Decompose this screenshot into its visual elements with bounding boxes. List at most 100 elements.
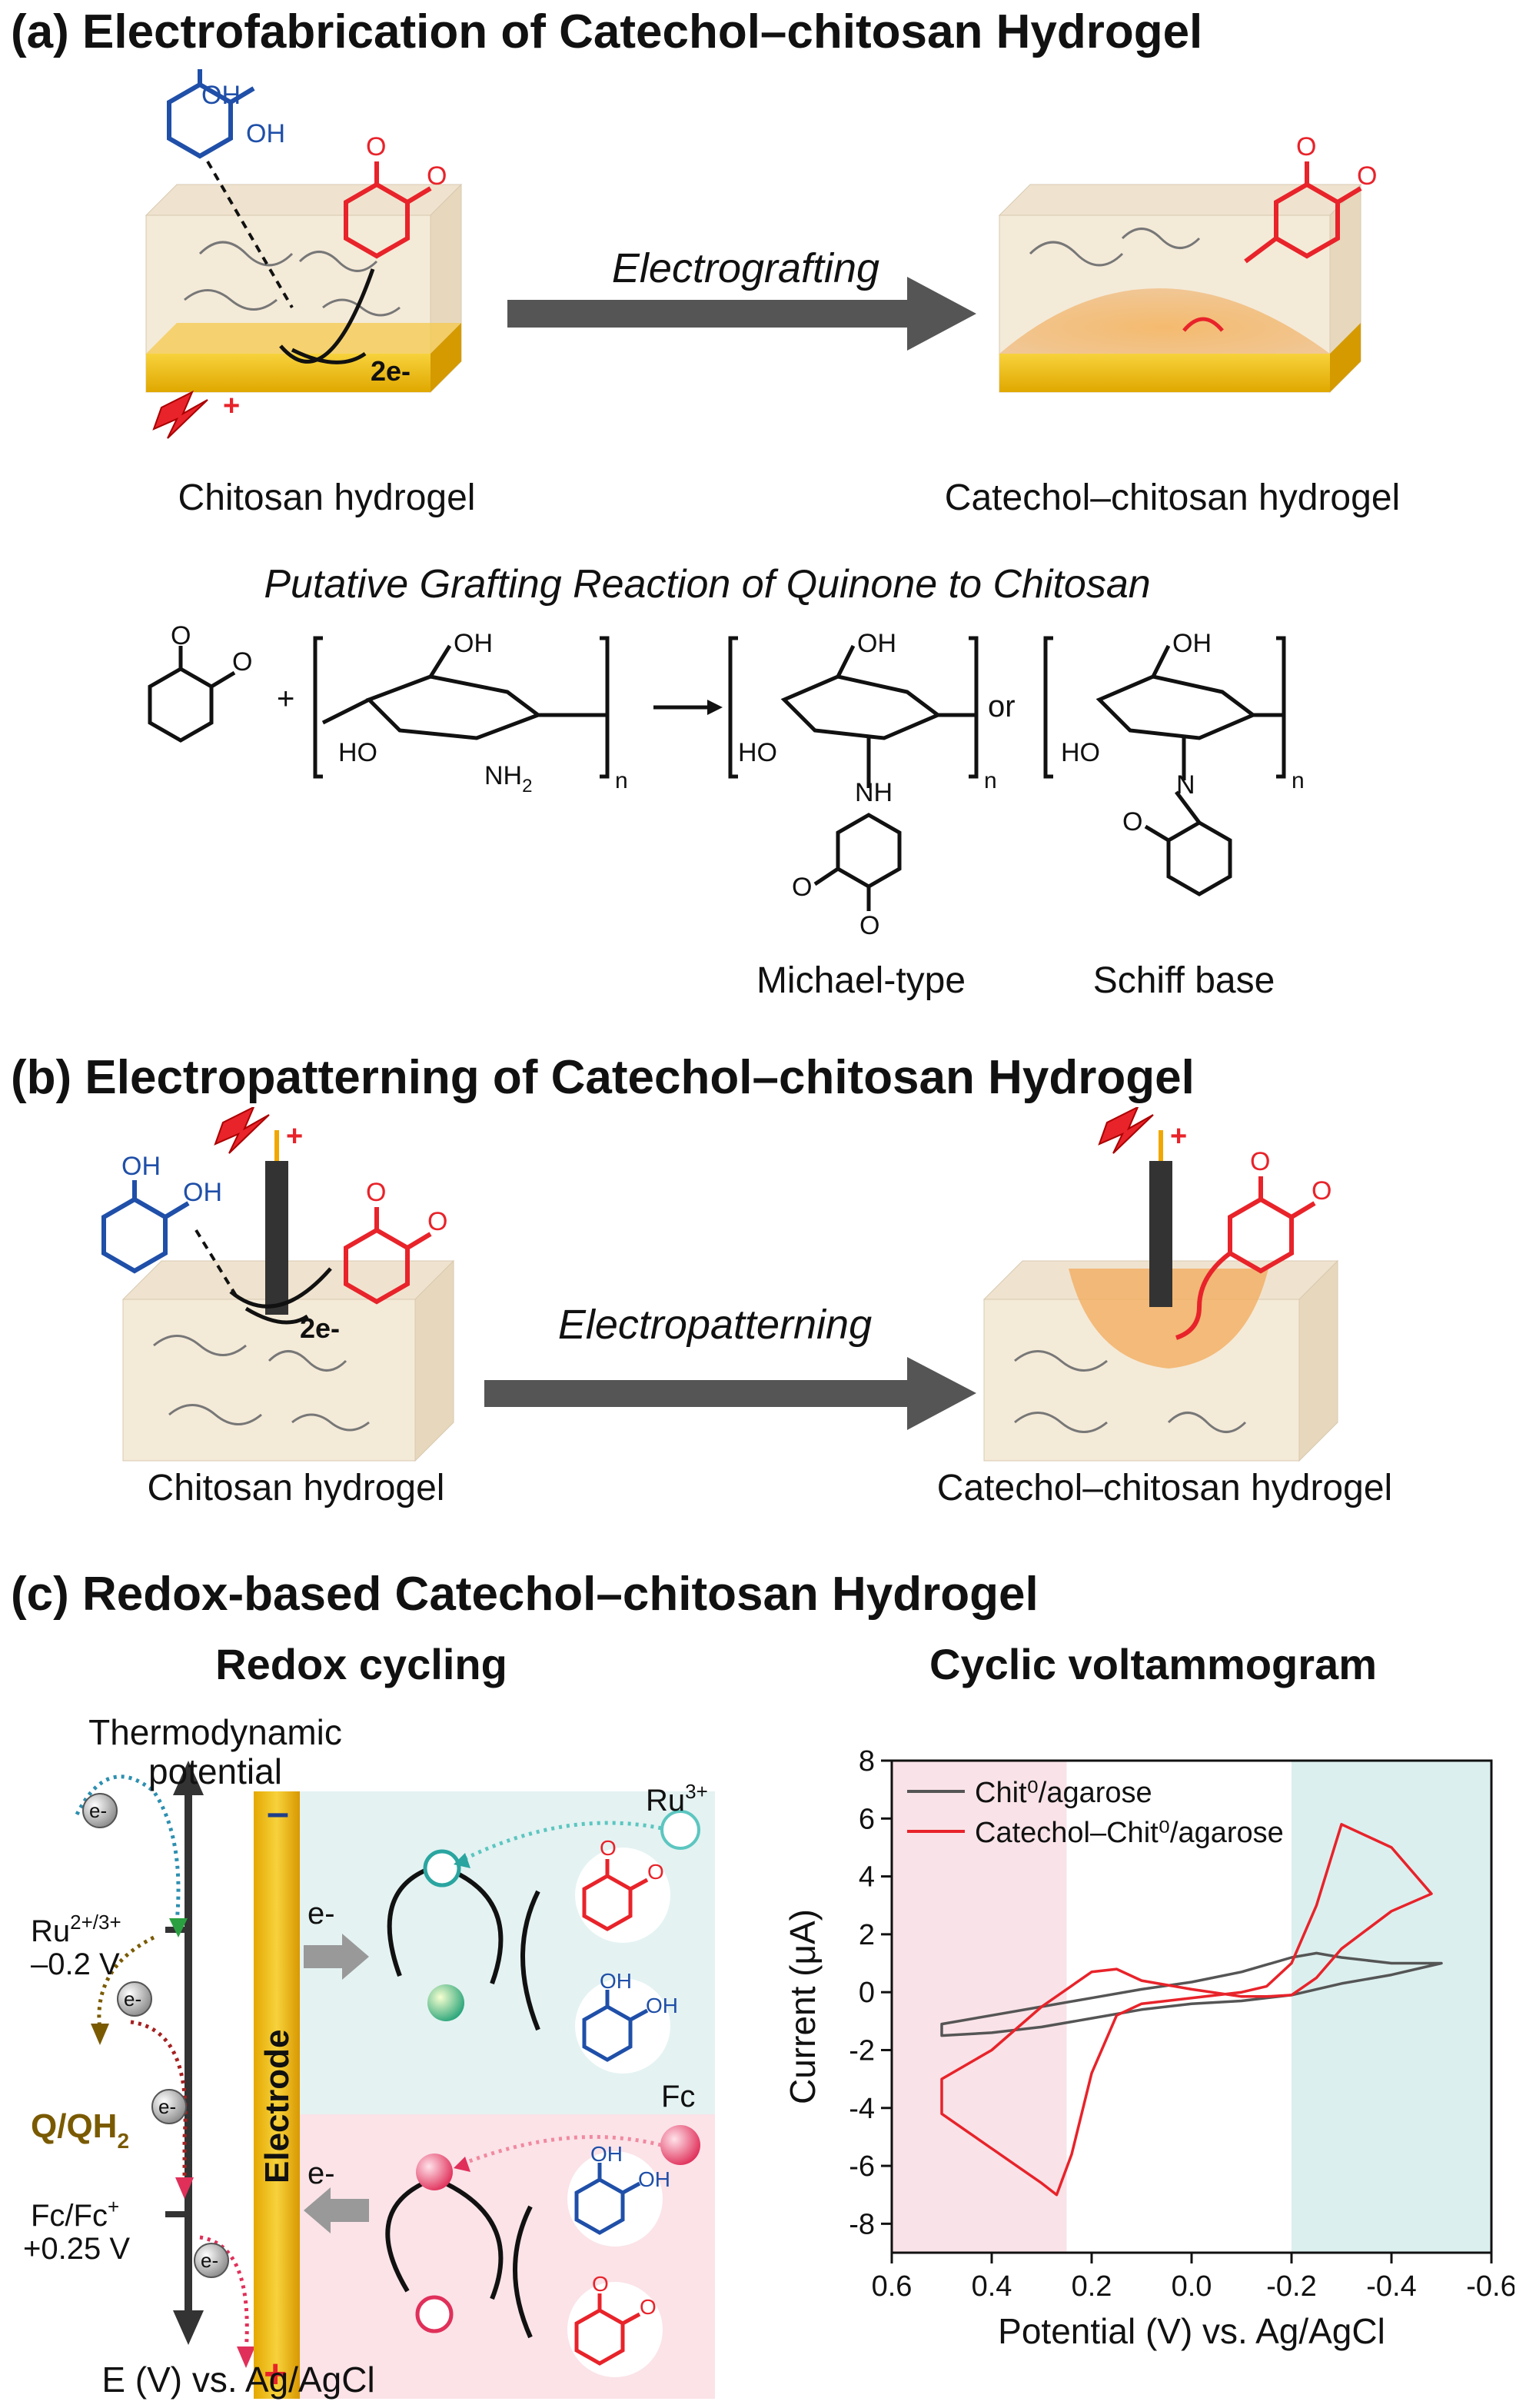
e-bottom: e- <box>308 2157 335 2190</box>
y-tick-label: -8 <box>849 2208 875 2240</box>
fc-couple-label: Fc/Fc+ <box>31 2195 119 2233</box>
x-tick-label: 0.2 <box>1072 2270 1112 2303</box>
x-tick-label: 0.4 <box>972 2270 1012 2303</box>
catechol-oh-1: OH <box>201 81 241 110</box>
quinone-molecule <box>344 161 432 259</box>
schiff-base-label: Schiff base <box>1092 960 1275 1001</box>
diffusion-arrow <box>206 160 294 309</box>
probe-electrode <box>265 1161 288 1315</box>
catechol-molecule <box>167 69 255 159</box>
x-tick-label: 0.6 <box>872 2270 913 2303</box>
e-top: e- <box>308 1897 335 1931</box>
electron-2: e- <box>124 1987 141 2011</box>
electron-1: e- <box>89 1799 107 1822</box>
reaction-plus: + <box>277 682 294 716</box>
chitosan-hydrogel-label: Chitosan hydrogel <box>178 477 476 518</box>
ru-catechol-oh-2: OH <box>646 1994 678 2017</box>
electrons-label-b: 2e- <box>300 1312 340 1344</box>
ru-catechol-oh-1: OH <box>600 1969 632 1993</box>
panel-a-illustration: OH OH O O 2e- + O O <box>145 69 1377 439</box>
ru-quinone-o-2: O <box>647 1860 664 1884</box>
y-tick-label: 0 <box>859 1977 875 2009</box>
fc-catechol-oh-2: OH <box>638 2167 670 2191</box>
chitosan-nh2: NH2 <box>484 761 532 797</box>
fc-catechol-oh-1: OH <box>590 2142 623 2166</box>
electron-3: e- <box>158 2095 176 2118</box>
redox-cycling-diagram: e- e- e- e- Electrode – + e- e- O O OH O… <box>23 1761 715 2399</box>
michael-type-label: Michael-type <box>756 960 966 1001</box>
reaction-scheme: O O + OH HO NH2 n OH HO NH O O n or <box>148 623 1305 940</box>
chitosan-hydrogel-label-b: Chitosan hydrogel <box>147 1468 445 1508</box>
catechol-chitosan-hydrogel-label-b: Catechol–chitosan hydrogel <box>936 1468 1393 1508</box>
positive-sign: + <box>223 390 240 422</box>
oxidation-arrow-c <box>304 2187 369 2233</box>
electrode-bar <box>254 1791 300 2399</box>
panel-b-title: (b) Electropatterning of Catechol–chitos… <box>11 1051 1195 1104</box>
catechol-chitosan-hydrogel-label: Catechol–chitosan hydrogel <box>944 477 1401 518</box>
product2-oh: OH <box>1172 629 1212 658</box>
ru3-label: Ru3+ <box>646 1780 708 1818</box>
x-tick-label: 0.0 <box>1172 2270 1212 2303</box>
grafted-quinone-o-1: O <box>1296 132 1316 161</box>
series-line-1 <box>940 1823 1433 2197</box>
quinone-b <box>344 1207 432 1305</box>
grafted-quinone-b-o-1: O <box>1250 1147 1270 1176</box>
product2-n-sub: n <box>1292 768 1305 793</box>
quinone-b-o-2: O <box>427 1207 447 1236</box>
quinone-o-a: O <box>171 623 191 650</box>
y-tick-label: 6 <box>859 1803 875 1835</box>
catechol-chitosan-block-b <box>982 1259 1339 1462</box>
redox-cycling-title: Redox cycling <box>215 1640 507 1688</box>
panel-b-illustration: + OH OH 2e- O O + O O <box>101 1107 1339 1462</box>
fc-quinone-o-1: O <box>592 2272 609 2296</box>
electrode-minus: – <box>267 1791 289 1835</box>
ru-quinone-o-1: O <box>600 1836 617 1860</box>
probe-positive-b: + <box>1170 1120 1187 1152</box>
quinone-o-b: O <box>232 647 252 677</box>
x-axis-label: Potential (V) vs. Ag/AgCl <box>998 2311 1385 2351</box>
quinone-o-1: O <box>366 132 386 161</box>
y-tick-label: -4 <box>849 2093 875 2125</box>
product1-o-1: O <box>792 873 812 902</box>
schiff-product <box>1043 636 1286 896</box>
michael-product <box>728 636 979 911</box>
y-tick-label: -6 <box>849 2150 875 2183</box>
or-label: or <box>988 690 1016 723</box>
grafted-quinone-o-2: O <box>1357 161 1377 191</box>
quinone-b-o-1: O <box>366 1178 386 1207</box>
y-axis-label: Current (μA) <box>784 1909 823 2104</box>
potential-axis-label: E (V) vs. Ag/AgCl <box>101 2360 375 2400</box>
electron-4: e- <box>201 2249 218 2272</box>
catechol-chitosan-hydrogel-block <box>998 183 1362 394</box>
cyclic-voltammogram-title: Cyclic voltammogram <box>929 1640 1377 1688</box>
legend-label-0: Chit⁰/agarose <box>975 1777 1152 1809</box>
chitosan-unit <box>313 636 610 779</box>
y-tick-label: 4 <box>859 1861 875 1894</box>
product2-o: O <box>1122 807 1142 836</box>
electrons-label: 2e- <box>371 355 411 387</box>
electron-arrow <box>291 348 367 364</box>
y-tick-label: 8 <box>859 1745 875 1778</box>
product1-oh: OH <box>857 629 896 658</box>
chitosan-hydrogel-block <box>145 183 463 394</box>
product2-ho: HO <box>1061 738 1100 767</box>
product1-nh: NH <box>855 778 893 807</box>
grafted-quinone <box>1244 161 1362 264</box>
fc-quinone-o-2: O <box>640 2295 657 2319</box>
fc-label: Fc <box>661 2080 695 2114</box>
fc-potential-label: +0.25 V <box>23 2232 130 2266</box>
electrografting-label: Electrografting <box>611 245 880 291</box>
chitosan-oh: OH <box>454 629 493 658</box>
legend-label-1: Catechol–Chit⁰/agarose <box>975 1817 1284 1849</box>
lightning-icon <box>152 390 208 439</box>
panel-c-title: (c) Redox-based Catechol–chitosan Hydrog… <box>11 1568 1039 1621</box>
product2-n: N <box>1176 770 1195 800</box>
q-couple-label: Q/QH2 <box>31 2107 129 2153</box>
product1-n: n <box>984 768 997 793</box>
electrode-plus: + <box>264 2352 287 2396</box>
lightning-icon-b2 <box>1098 1107 1154 1154</box>
catechol-oh-2: OH <box>246 119 285 148</box>
panel-a-title: (a) Electrofabrication of Catechol–chito… <box>11 5 1203 58</box>
electrode-label: Electrode <box>258 2029 296 2183</box>
